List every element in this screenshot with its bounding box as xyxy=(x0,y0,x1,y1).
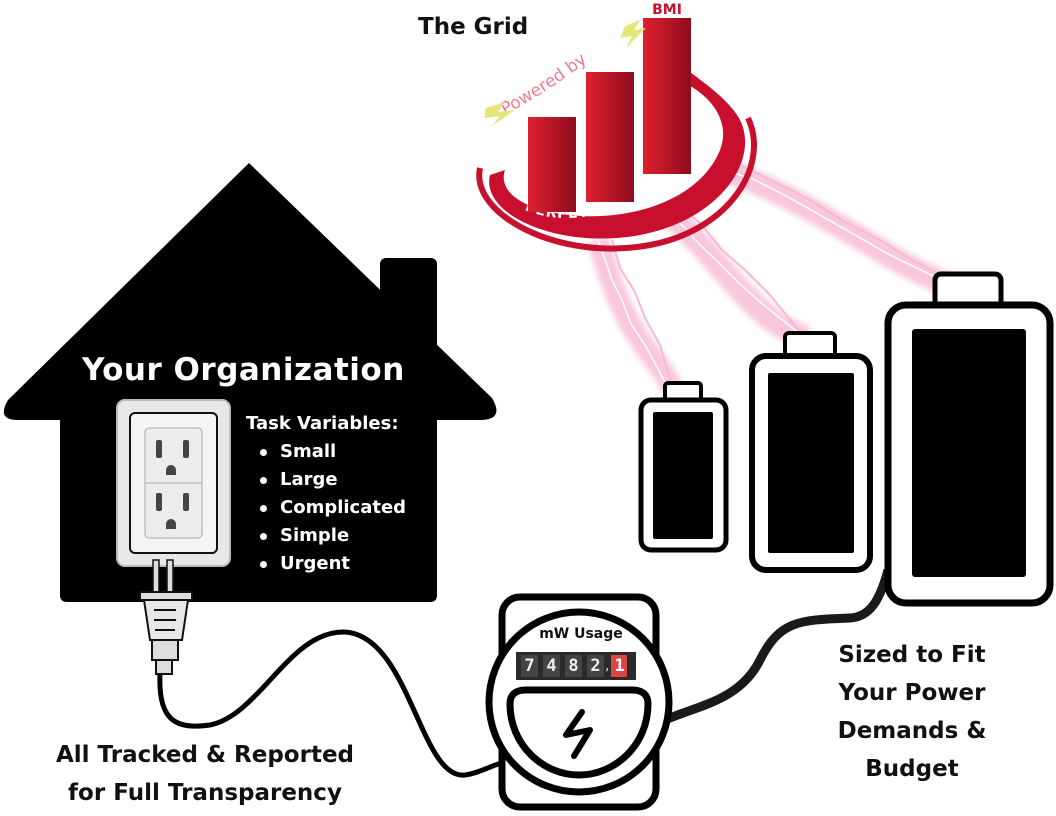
counter-digit: 4 xyxy=(543,655,560,677)
lightning-beam-small xyxy=(587,236,683,394)
sizing-caption-line: Sized to Fit xyxy=(838,642,986,668)
lightning-beam-medium xyxy=(657,200,811,349)
task-variables-list: Small Large Complicated Simple Urgent xyxy=(246,438,406,578)
counter-digit: 2 xyxy=(587,655,604,677)
counter-digit: 7 xyxy=(521,655,538,677)
logo-bar-3 xyxy=(643,18,691,174)
task-variable-item: Small xyxy=(258,438,406,466)
lightning-beam-large xyxy=(720,158,971,303)
power-plug-icon xyxy=(139,559,193,675)
power-outlet-icon xyxy=(116,399,231,567)
sizing-caption-line: Your Power xyxy=(838,680,986,706)
power-cord xyxy=(157,629,506,778)
task-variable-item: Urgent xyxy=(258,550,406,578)
counter-digit: 8 xyxy=(565,655,582,677)
task-variables: Task Variables: Small Large Complicated … xyxy=(246,410,406,578)
task-variable-item: Large xyxy=(258,466,406,494)
lightning-bolt-icon xyxy=(563,709,593,759)
logo-powered-by: Powered by xyxy=(498,49,591,119)
tracking-caption-line: for Full Transparency xyxy=(68,780,342,806)
bolt-icon xyxy=(620,20,646,48)
bolt-icon xyxy=(484,102,515,126)
battery-cable xyxy=(663,568,893,725)
organization-title: Your Organization xyxy=(82,352,405,388)
logo-ring xyxy=(489,72,746,239)
sizing-caption-line: Demands & xyxy=(837,718,987,744)
counter-separator: , xyxy=(605,658,610,674)
meter-label: mW Usage xyxy=(539,626,623,642)
task-variable-item: Simple xyxy=(258,522,406,550)
logo-ring-outer xyxy=(476,116,757,252)
battery-medium xyxy=(749,331,873,573)
tracking-caption-line: All Tracked & Reported xyxy=(55,742,355,768)
task-variables-heading: Task Variables: xyxy=(246,413,399,434)
sizing-caption: Sized to Fit Your Power Demands & Budget xyxy=(812,636,1012,788)
tracking-caption: All Tracked & Reported for Full Transpar… xyxy=(30,736,380,812)
grid-title: The Grid xyxy=(418,14,529,40)
logo-brand: BMI xyxy=(652,2,682,18)
battery-small xyxy=(638,381,729,553)
sizing-caption-line: Budget xyxy=(865,756,959,782)
logo-bar-1 xyxy=(528,117,576,212)
task-variable-item: Complicated xyxy=(258,494,406,522)
logo-bar-2 xyxy=(586,72,634,202)
battery-large xyxy=(884,271,1054,607)
counter-decimal-digit: 1 xyxy=(611,655,628,677)
usage-counter: 7 4 8 2 , 1 xyxy=(516,652,636,680)
